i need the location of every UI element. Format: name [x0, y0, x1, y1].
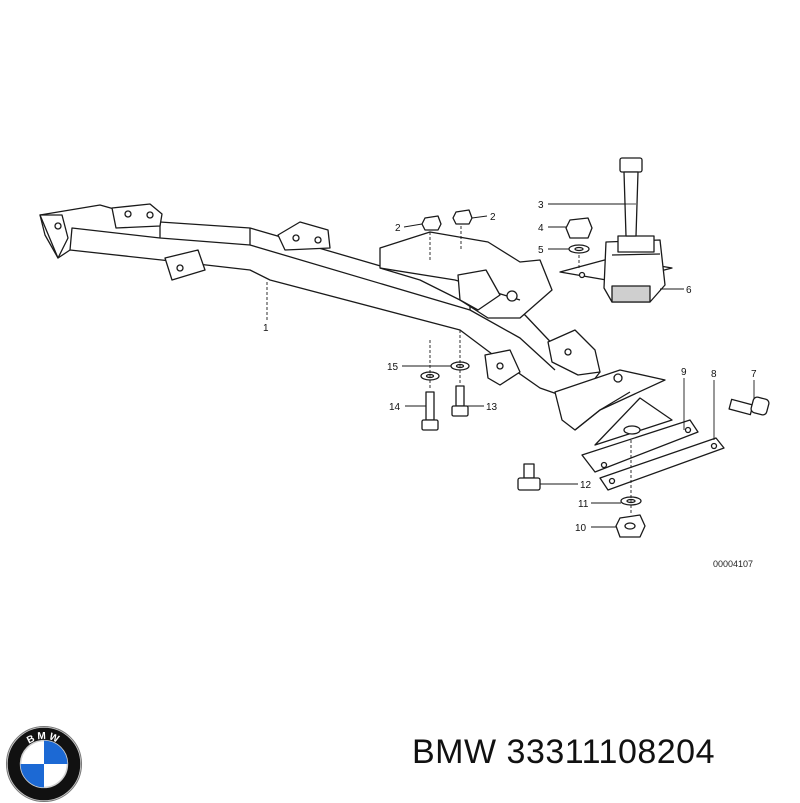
bolt-long [619, 157, 643, 237]
callout-14: 14 [389, 402, 401, 413]
callout-1: 1 [263, 323, 269, 334]
part-number-value: 33311108204 [506, 733, 716, 771]
nut-2a [421, 215, 442, 231]
nut-10 [615, 514, 646, 538]
bolt-14 [421, 391, 439, 431]
rubber-mount [559, 235, 673, 303]
bolt-12 [517, 463, 541, 491]
callout-8: 8 [711, 369, 717, 380]
svg-text:BMW: BMW [25, 731, 62, 747]
callout-15: 15 [387, 362, 399, 373]
bolt-7 [728, 396, 770, 416]
callout-10: 10 [575, 523, 587, 534]
nut-4 [565, 217, 593, 239]
nut-2b [452, 209, 473, 225]
washer-5 [568, 244, 590, 254]
bolt-13 [451, 385, 469, 417]
callout-2a: 2 [395, 223, 401, 234]
callout-13: 13 [486, 402, 498, 413]
callout-4: 4 [538, 223, 544, 234]
part-number: BMW 33311108204 [412, 733, 715, 772]
callout-9: 9 [681, 367, 687, 378]
bmw-logo: BMW [5, 725, 83, 803]
callout-3: 3 [538, 200, 544, 211]
part-maker: BMW [412, 733, 497, 771]
subframe-beam [39, 203, 666, 431]
callout-11: 11 [578, 499, 589, 510]
callout-2b: 2 [490, 212, 496, 223]
plate-9 [581, 397, 699, 473]
callout-12: 12 [580, 480, 592, 491]
callout-6: 6 [686, 285, 692, 296]
callout-5: 5 [538, 245, 544, 256]
callout-7: 7 [751, 369, 757, 380]
drawing-number: 00004107 [713, 559, 753, 569]
